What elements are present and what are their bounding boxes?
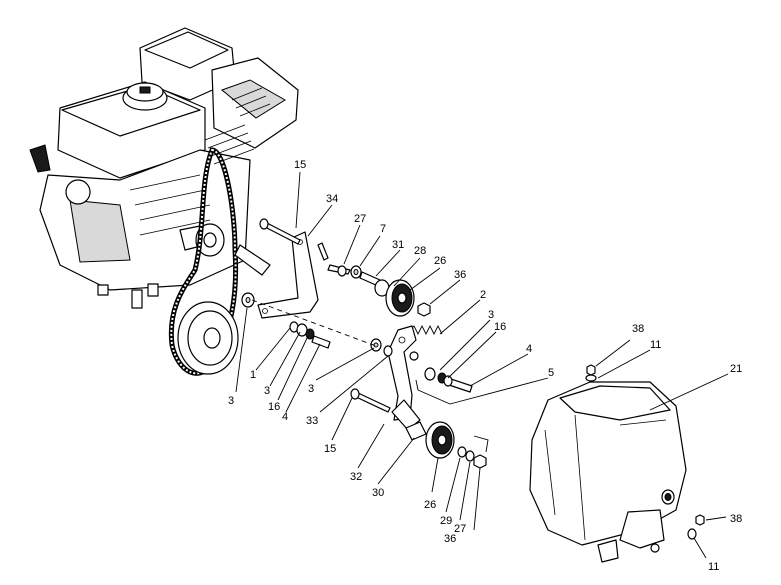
callout-3: 3	[264, 385, 270, 397]
callout-28: 28	[414, 245, 426, 257]
idler-pulley-upper	[385, 279, 415, 317]
callout-27: 27	[354, 213, 366, 225]
callout-3: 3	[228, 395, 234, 407]
callout-32: 32	[350, 471, 362, 483]
callout-38: 38	[632, 323, 644, 335]
callout-11: 11	[708, 561, 719, 573]
belt-guard-21	[529, 381, 687, 563]
leader-lines	[235, 171, 729, 559]
callout-30: 30	[372, 487, 384, 499]
drive-belt	[168, 147, 239, 376]
callout-3: 3	[488, 309, 494, 321]
callout-15: 15	[294, 159, 306, 171]
callout-7: 7	[380, 223, 386, 235]
callout-21: 21	[730, 363, 742, 375]
bolt-15-upper	[259, 218, 301, 245]
callout-34: 34	[326, 193, 338, 205]
tension-arm-33	[387, 325, 421, 431]
callout-3: 3	[308, 383, 314, 395]
large-pulley	[177, 301, 239, 375]
callout-4: 4	[526, 343, 532, 355]
callout-15: 15	[324, 443, 336, 455]
callout-31: 31	[392, 239, 404, 251]
callout-4: 4	[282, 411, 288, 423]
callout-27: 27	[454, 523, 466, 535]
callout-26: 26	[424, 499, 436, 511]
callout-29: 29	[440, 515, 452, 527]
callout-36: 36	[444, 533, 456, 545]
callout-33: 33	[306, 415, 318, 427]
callout-5: 5	[548, 367, 554, 379]
callout-38: 38	[730, 513, 742, 525]
bracket-34	[257, 231, 319, 319]
callout-labels: 15 34 27 7 31 28 26 36 2 3 16 4 5 1 3 16…	[228, 159, 742, 573]
callout-16: 16	[494, 321, 506, 333]
idler-pulley-lower	[425, 421, 455, 459]
callout-11: 11	[650, 339, 661, 351]
callout-2: 2	[480, 289, 486, 301]
callout-26: 26	[434, 255, 446, 267]
callout-16: 16	[268, 401, 280, 413]
bolt-15-lower	[350, 388, 391, 413]
callout-1: 1	[250, 369, 256, 381]
callout-36: 36	[454, 269, 466, 281]
